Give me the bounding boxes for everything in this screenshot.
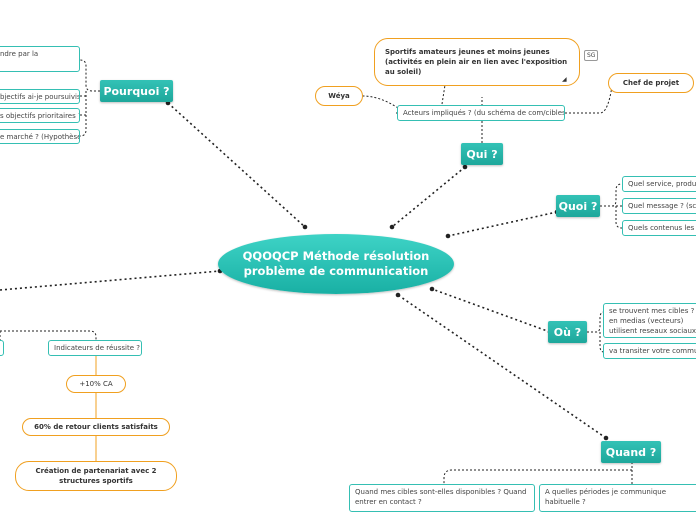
pourquoi-item-3-label: s objectifs prioritaires ?: [0, 112, 80, 120]
indicator-partenariat[interactable]: Création de partenariat avec 2 structure…: [15, 461, 177, 491]
pourquoi-item-1-label: ndre par la: [0, 50, 39, 58]
indicator-ca[interactable]: +10% CA: [66, 375, 126, 393]
ou-item-1[interactable]: se trouvent mes cibles ? en medias (vect…: [603, 303, 696, 338]
quoi-item-3[interactable]: Quels contenus les in: [622, 220, 696, 236]
quoi-item-3-label: Quels contenus les in: [628, 224, 696, 232]
indicator-partenariat-label: Création de partenariat avec 2 structure…: [35, 467, 157, 485]
central-topic[interactable]: QQOQCP Méthode résolution problème de co…: [218, 234, 454, 294]
topic-quoi[interactable]: Quoi ?: [556, 195, 600, 217]
topic-qui-label: Qui ?: [466, 147, 498, 161]
ou-item-2[interactable]: va transiter votre commun: [603, 343, 696, 359]
sg-badge: SG: [584, 50, 599, 61]
qui-actors[interactable]: Acteurs impliqués ? (du schéma de com/ci…: [397, 105, 565, 121]
ou-item-1-label: se trouvent mes cibles ? en medias (vect…: [609, 307, 696, 335]
quoi-item-2[interactable]: Quel message ? (scho: [622, 198, 696, 214]
quand-item-1[interactable]: Quand mes cibles sont-elles disponibles …: [349, 484, 535, 512]
quand-item-1-label: Quand mes cibles sont-elles disponibles …: [355, 488, 527, 506]
indicator-retour[interactable]: 60% de retour clients satisfaits: [22, 418, 170, 436]
topic-quoi-label: Quoi ?: [558, 199, 598, 213]
quoi-item-1[interactable]: Quel service, produ: [622, 176, 696, 192]
qui-actors-label: Acteurs impliqués ? (du schéma de com/ci…: [403, 109, 565, 117]
qui-weya-label: Wéya: [328, 92, 350, 100]
quand-item-2-label: A quelles périodes je communique habitue…: [545, 488, 666, 506]
topic-quand[interactable]: Quand ?: [601, 441, 661, 463]
pourquoi-item-4[interactable]: e marché ? (Hypothèses): [0, 129, 80, 144]
qui-chef-label: Chef de projet: [622, 79, 680, 87]
qui-chef[interactable]: Chef de projet: [608, 73, 694, 93]
qui-sportifs[interactable]: Sportifs amateurs jeunes et moins jeunes…: [374, 38, 580, 86]
expand-triangle-icon[interactable]: ◢: [562, 76, 567, 83]
indicators[interactable]: Indicateurs de réussite ?: [48, 340, 142, 356]
topic-qui[interactable]: Qui ?: [461, 143, 503, 165]
quand-item-2[interactable]: A quelles périodes je communique habitue…: [539, 484, 696, 512]
pourquoi-item-4-label: e marché ? (Hypothèses): [0, 133, 80, 141]
qui-weya[interactable]: Wéya: [315, 86, 363, 106]
pourquoi-item-2[interactable]: bjectifs ai-je poursuivis ?: [0, 89, 80, 104]
indicators-label: Indicateurs de réussite ?: [54, 344, 140, 352]
comment-left-stub[interactable]: [0, 340, 4, 356]
topic-quand-label: Quand ?: [605, 445, 657, 459]
ou-item-2-label: va transiter votre commun: [609, 347, 696, 355]
topic-ou-label: Où ?: [553, 325, 582, 339]
topic-pourquoi-label: Pourquoi ?: [103, 84, 170, 98]
pourquoi-item-1[interactable]: ndre par la: [0, 46, 80, 72]
indicator-retour-label: 60% de retour clients satisfaits: [34, 423, 158, 431]
central-topic-label: QQOQCP Méthode résolution problème de co…: [242, 249, 430, 278]
topic-pourquoi[interactable]: Pourquoi ?: [100, 80, 173, 102]
quoi-item-2-label: Quel message ? (scho: [628, 202, 696, 210]
indicator-ca-label: +10% CA: [79, 380, 113, 388]
pourquoi-item-2-label: bjectifs ai-je poursuivis ?: [0, 93, 80, 101]
quoi-item-1-label: Quel service, produ: [628, 180, 696, 188]
pourquoi-item-3[interactable]: s objectifs prioritaires ?: [0, 108, 80, 123]
qui-sportifs-label: Sportifs amateurs jeunes et moins jeunes…: [385, 48, 568, 76]
topic-ou[interactable]: Où ?: [548, 321, 587, 343]
